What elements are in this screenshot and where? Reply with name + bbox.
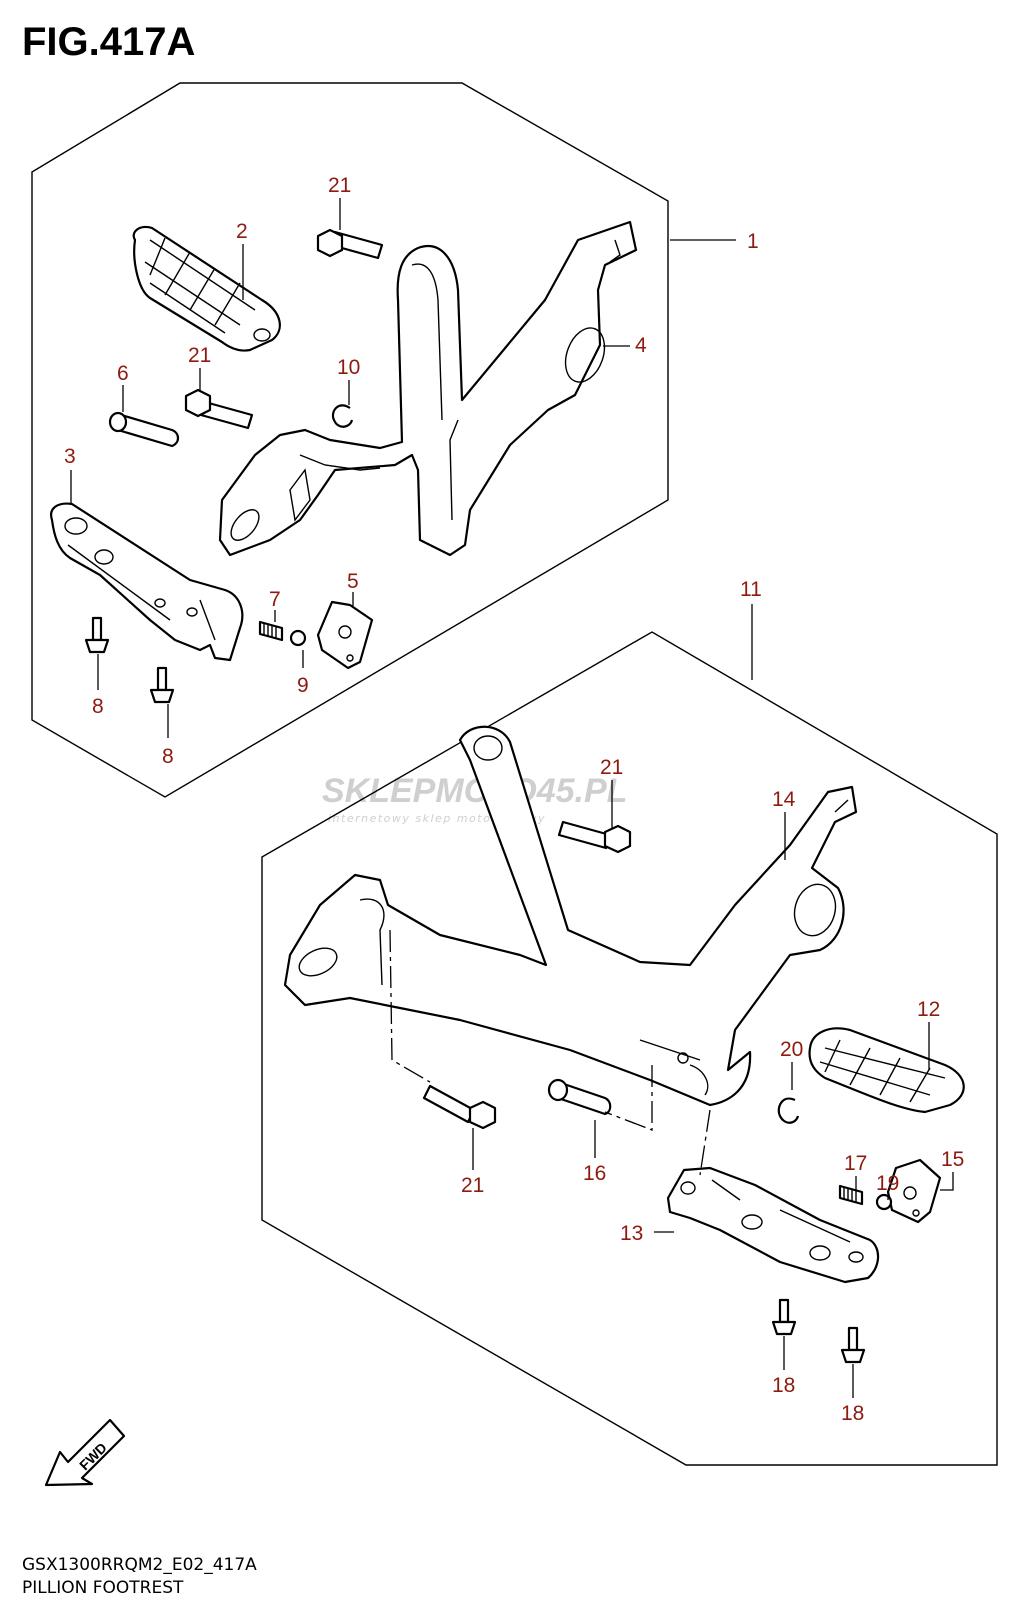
assembly-line xyxy=(389,929,431,1083)
callout-label-8a: 8 xyxy=(92,695,104,718)
callout-label-14: 14 xyxy=(772,788,796,811)
bolt-part-18a xyxy=(771,1298,797,1336)
callout-label-17: 17 xyxy=(844,1152,867,1175)
ball-part-9 xyxy=(289,629,307,647)
clip-part-20 xyxy=(777,1097,800,1124)
callout-label-12: 12 xyxy=(917,998,940,1021)
bracket-part-1 xyxy=(218,220,638,557)
callout-label-5: 5 xyxy=(347,570,359,593)
pin-part-16 xyxy=(547,1078,612,1116)
bolt-part-18b xyxy=(840,1326,866,1364)
fwd-arrow-icon: FWD xyxy=(44,1418,126,1487)
bolt-part-21-upper-a xyxy=(316,228,384,260)
assembly-line xyxy=(699,1109,711,1176)
plate-part-15 xyxy=(886,1158,942,1224)
bolt-part-21-upper-b xyxy=(184,388,254,430)
footrest-peg-part-3 xyxy=(50,502,244,662)
group-boundary-upper xyxy=(31,82,669,798)
callout-label-10: 10 xyxy=(337,356,360,379)
group-boundary-lower xyxy=(261,631,998,1466)
callout-label-13: 13 xyxy=(620,1222,643,1245)
footer-model-code: GSX1300RRQM2_E02_417A xyxy=(22,1555,257,1575)
callout-label-18b: 18 xyxy=(841,1402,864,1425)
spring-part-17 xyxy=(838,1184,864,1206)
assembly-line xyxy=(604,1065,653,1131)
footrest-rubber-part-2 xyxy=(132,225,281,352)
callout-label-3: 3 xyxy=(64,445,76,468)
bolt-part-21-lower-b xyxy=(422,1084,497,1130)
bolt-part-21-lower-a xyxy=(557,820,632,854)
callout-label-21b: 21 xyxy=(188,344,211,367)
callout-label-21d: 21 xyxy=(461,1174,484,1197)
callout-label-4: 4 xyxy=(635,334,647,357)
callout-label-21a: 21 xyxy=(328,174,351,197)
bracket-part-14 xyxy=(283,725,858,1107)
callout-label-20: 20 xyxy=(780,1038,803,1061)
footer-figure-name: PILLION FOOTREST xyxy=(22,1578,184,1598)
callout-label-18a: 18 xyxy=(772,1374,795,1397)
callout-label-6: 6 xyxy=(117,362,129,385)
pin-part-6 xyxy=(108,411,180,448)
callout-label-15: 15 xyxy=(941,1148,964,1171)
leader-line xyxy=(940,1172,954,1191)
bolt-part-8a xyxy=(84,616,110,654)
callout-label-8b: 8 xyxy=(162,745,174,768)
figure-title: FIG.417A xyxy=(22,20,196,64)
callout-label-7: 7 xyxy=(269,588,281,611)
watermark: SKLEPMOTO45.PL xyxy=(322,772,628,810)
callout-label-19: 19 xyxy=(876,1172,899,1195)
footrest-rubber-part-12 xyxy=(808,1027,965,1114)
footrest-peg-part-13 xyxy=(666,1166,880,1284)
callout-label-1: 1 xyxy=(747,230,759,253)
callout-label-11: 11 xyxy=(740,578,762,601)
ball-part-19 xyxy=(875,1193,893,1211)
bolt-part-8b xyxy=(149,666,175,704)
spring-part-7 xyxy=(258,620,284,642)
callout-label-21c: 21 xyxy=(600,756,623,779)
plate-part-5 xyxy=(316,600,374,670)
clip-part-10 xyxy=(331,404,354,428)
callout-label-16: 16 xyxy=(583,1162,606,1185)
callout-label-2: 2 xyxy=(236,220,248,243)
callout-label-9: 9 xyxy=(297,674,309,697)
